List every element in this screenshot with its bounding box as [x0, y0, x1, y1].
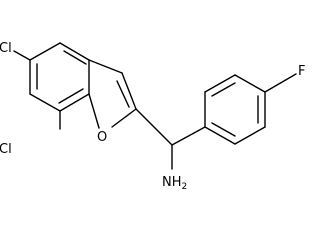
bond: [204, 74, 236, 93]
bond-to-phenyl: [171, 126, 206, 146]
bond: [29, 93, 61, 112]
furan-ring: [88, 59, 137, 129]
bond-to-fluorine: [264, 73, 297, 93]
fluorine-label: F: [298, 64, 305, 79]
bond: [63, 50, 87, 65]
bond: [204, 126, 236, 145]
structure-diagram: Cl Cl O F NH2: [0, 41, 305, 192]
bond: [88, 59, 123, 74]
bond-to-ch: [135, 108, 173, 146]
oxygen-label: O: [97, 130, 107, 145]
fluorophenyl-ring: [204, 74, 266, 145]
amine-label-subscript: 2: [182, 182, 188, 192]
chlorine-bottom-label: Cl: [0, 142, 12, 157]
bond: [88, 93, 100, 129]
chlorine-top-label: Cl: [0, 41, 12, 56]
benzo-ring: [29, 42, 90, 112]
bond: [211, 122, 236, 137]
bond: [234, 126, 266, 145]
bond-to-cl-top: [13, 50, 31, 61]
bond: [121, 72, 137, 110]
bond: [58, 88, 84, 104]
bond: [59, 93, 90, 112]
bond: [111, 108, 137, 128]
amine-label: NH2: [162, 175, 187, 192]
amine-label-main: NH: [162, 175, 182, 190]
bond: [59, 42, 90, 61]
bond: [234, 74, 266, 93]
bond: [29, 42, 61, 61]
bond: [211, 82, 236, 97]
bond: [116, 80, 130, 108]
